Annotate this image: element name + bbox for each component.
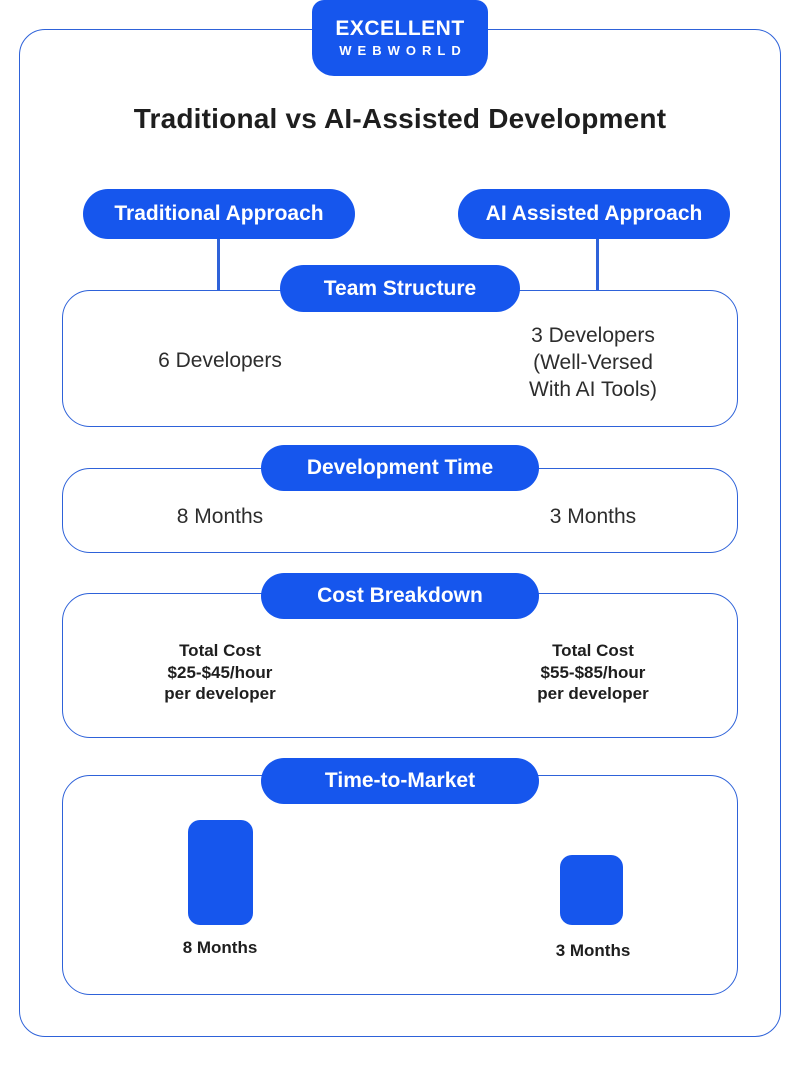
- section-pill-development-time: Development Time: [261, 445, 539, 491]
- team-structure-ai-value: 3 Developers (Well-Versed With AI Tools): [443, 322, 743, 403]
- ttm-bar-traditional: [188, 820, 253, 925]
- team-structure-ai-line: (Well-Versed: [533, 351, 653, 374]
- team-structure-ai-line: With AI Tools): [529, 378, 657, 401]
- cost-ai-line: $55-$85/hour: [540, 662, 646, 682]
- connector-line-traditional: [217, 238, 220, 291]
- ttm-label-traditional: 8 Months: [182, 938, 258, 957]
- development-time-traditional-value: 8 Months: [176, 505, 264, 528]
- connector-line-ai: [596, 238, 599, 291]
- team-structure-traditional-value: 6 Developers: [158, 349, 282, 372]
- page-title: Traditional vs AI-Assisted Development: [133, 103, 667, 134]
- section-time-to-market: [62, 775, 738, 995]
- cost-breakdown-traditional-value: Total Cost $25-$45/hour per developer: [70, 640, 370, 705]
- section-pill-cost-breakdown: Cost Breakdown: [261, 573, 539, 619]
- section-pill-team-structure: Team Structure: [280, 265, 520, 312]
- cost-traditional-line: per developer: [164, 684, 276, 703]
- cost-ai-line: Total Cost: [552, 641, 634, 660]
- development-time-ai-value: 3 Months: [549, 505, 637, 528]
- cost-ai-line: per developer: [537, 684, 649, 703]
- brand-subname: WEBWORLD: [339, 42, 467, 58]
- ttm-bar-ai: [560, 855, 623, 925]
- team-structure-ai-line: 3 Developers: [531, 324, 655, 347]
- column-header-traditional: Traditional Approach: [83, 189, 355, 239]
- cost-traditional-line: Total Cost: [179, 641, 261, 660]
- brand-name: EXCELLENT: [335, 16, 465, 40]
- section-pill-time-to-market: Time-to-Market: [261, 758, 539, 804]
- brand-badge: EXCELLENT WEBWORLD: [312, 0, 488, 76]
- section-team-structure: [62, 290, 738, 427]
- ttm-label-ai: 3 Months: [555, 941, 631, 960]
- cost-traditional-line: $25-$45/hour: [167, 662, 273, 682]
- column-header-ai: AI Assisted Approach: [458, 189, 730, 239]
- cost-breakdown-ai-value: Total Cost $55-$85/hour per developer: [443, 640, 743, 705]
